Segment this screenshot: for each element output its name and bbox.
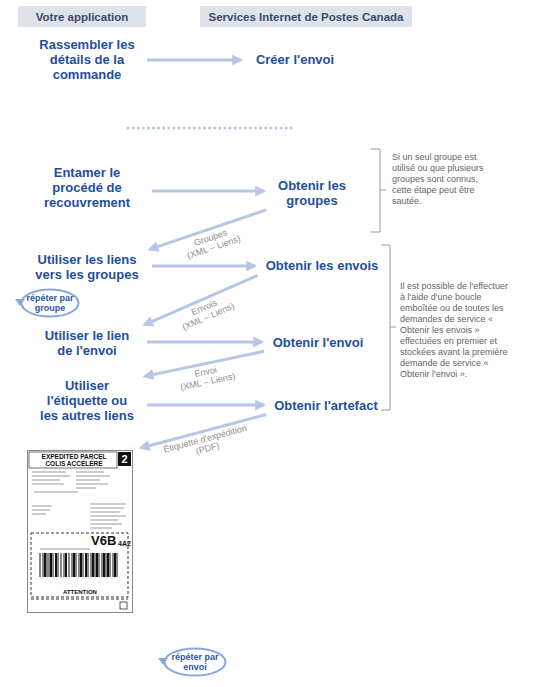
flow-arrow: [147, 341, 262, 344]
note-text: Si un seul groupe est utilisé ou que plu…: [392, 152, 492, 207]
loop-text: répéter par groupe: [24, 293, 76, 313]
app-step: Utiliser les liens vers les groupes: [32, 252, 142, 282]
note-bracket: [371, 149, 386, 232]
step-text: Utiliser l'étiquette ou les autres liens: [37, 378, 137, 423]
loop-oval: répéter par envoi: [163, 647, 227, 677]
step-text: Utiliser les liens vers les groupes: [32, 252, 142, 282]
barcode-bars: [45, 553, 115, 577]
column-header: Services Internet de Postes Canada: [200, 6, 412, 27]
step-text: Obtenir les envois: [263, 258, 381, 273]
note-text: Il est possible de l'effectuer à l'aide …: [400, 281, 512, 380]
app-step: Utiliser le lien de l'envoi: [37, 328, 137, 358]
flow-arrow: [152, 190, 264, 193]
shipping-label: EXPEDITED PARCELCOLIS ACCÉLÉRÉ2V6B4A2ATT…: [27, 450, 133, 613]
service-step: Obtenir l'artefact: [272, 398, 380, 413]
oval-outline: [22, 290, 79, 317]
label-text: 2: [118, 452, 131, 466]
step-text: Rassembler les détails de la commande: [37, 37, 137, 82]
note-bracket: [381, 245, 396, 410]
label-fine-print: [32, 472, 126, 549]
service-step: Obtenir les envois: [263, 258, 381, 273]
loop-text: répéter par envoi: [167, 652, 223, 672]
loop-oval: répéter par groupe: [20, 288, 80, 318]
step-text: Obtenir les groupes: [272, 178, 352, 208]
oval-outline: [165, 649, 226, 676]
barcode-bars: [40, 553, 117, 577]
label-text: COLIS ACCÉLÉRÉ: [30, 460, 118, 468]
app-step: Rassembler les détails de la commande: [37, 37, 137, 82]
dotted-separator: [128, 127, 292, 130]
step-text: Obtenir l'artefact: [272, 398, 380, 413]
flow-arrow: [147, 59, 241, 62]
barcode-frame: [31, 533, 128, 597]
loop-arrowhead: [15, 299, 25, 306]
app-step: Entamer le procédé de recouvrement: [32, 165, 142, 210]
step-text: Entamer le procédé de recouvrement: [32, 165, 142, 210]
app-step: Utiliser l'étiquette ou les autres liens: [37, 378, 137, 423]
step-text: Obtenir l'envoi: [270, 335, 366, 350]
step-text: Créer l'envoi: [249, 52, 341, 67]
service-step: Obtenir les groupes: [272, 178, 352, 208]
label-text: ATTENTION: [28, 589, 132, 596]
service-step: Obtenir l'envoi: [270, 335, 366, 350]
column-header: Votre application: [18, 6, 146, 27]
label-check-box: [120, 602, 127, 609]
label-text: 4A2: [118, 540, 131, 548]
flow-arrow: [152, 265, 255, 268]
edge-label-group: Envoi(XML – Liens): [178, 361, 237, 392]
header-text: Votre application: [36, 11, 128, 23]
label-title-box: [29, 452, 117, 468]
flow-arrow: [147, 404, 264, 407]
label-text: V6B: [91, 534, 116, 548]
label-cut-line: [31, 599, 128, 600]
label-text: EXPEDITED PARCEL: [30, 453, 118, 461]
header-text: Services Internet de Postes Canada: [209, 11, 404, 23]
step-text: Utiliser le lien de l'envoi: [37, 328, 137, 358]
loop-arrowhead: [158, 658, 168, 665]
service-step: Créer l'envoi: [249, 52, 341, 67]
